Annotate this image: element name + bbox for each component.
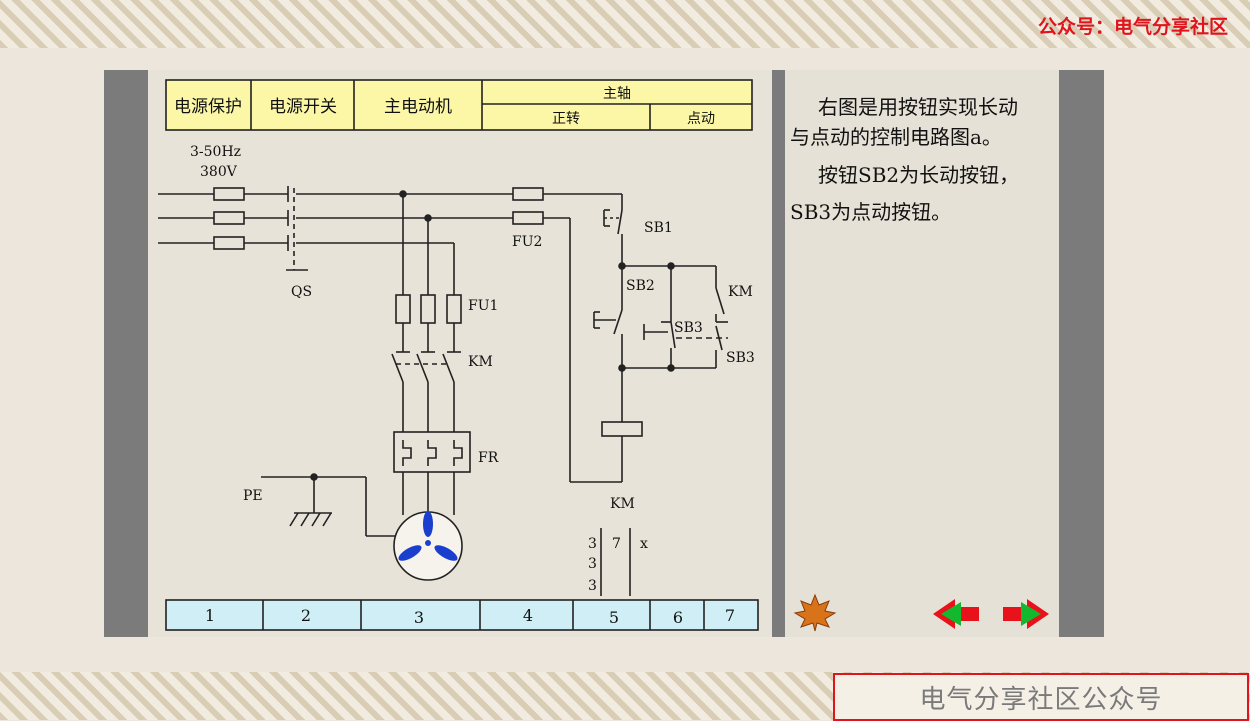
zone-6: 6	[673, 608, 683, 627]
label-sb3-nc: SB3	[674, 320, 703, 336]
contact-col2: 7	[612, 536, 621, 552]
zone-4: 4	[523, 606, 533, 625]
label-fu2: FU2	[512, 234, 542, 250]
description-panel: 右图是用按钮实现长动 与点动的控制电路图a。 按钮SB2为长动按钮， SB3为点…	[785, 70, 1059, 637]
zone-3: 3	[414, 608, 424, 627]
fu2-fuses	[512, 187, 622, 483]
description-line-3: 按钮SB2为长动按钮，	[818, 163, 1020, 187]
diagram-panel: 电源保护 电源开关 主电动机 主轴 正转 点动 3-50Hz 380V QS F…	[148, 70, 772, 637]
maple-leaf-icon	[793, 593, 837, 632]
label-fu1: FU1	[468, 298, 498, 314]
header-forward: 正转	[552, 111, 580, 127]
header-main-motor: 主电动机	[384, 97, 452, 117]
label-pe: PE	[243, 488, 263, 504]
header-power-protection: 电源保护	[174, 97, 242, 117]
label-sb2: SB2	[626, 278, 655, 294]
label-sb1: SB1	[644, 220, 673, 236]
supply-voltage: 380V	[200, 164, 238, 180]
supply-frequency: 3-50Hz	[190, 144, 241, 160]
control-circuit	[593, 194, 728, 482]
zone-5: 5	[609, 608, 619, 627]
label-fr: FR	[478, 450, 499, 466]
label-qs: QS	[291, 284, 312, 300]
header-power-switch: 电源开关	[269, 97, 337, 117]
three-phase-lines	[158, 186, 513, 271]
header-spindle: 主轴	[603, 86, 631, 102]
header-table: 电源保护 电源开关 主电动机 主轴 正转 点动	[165, 79, 753, 131]
km-contact-table: 3 3 3 7 x	[588, 528, 648, 596]
contact-col3: x	[640, 536, 648, 552]
pe-ground	[261, 473, 396, 537]
watermark-top: 公众号：电气分享社区	[1037, 16, 1228, 38]
description-line-2: 与点动的控制电路图a。	[790, 125, 1002, 149]
next-arrow-icon[interactable]	[1001, 597, 1051, 631]
main-power-branch	[391, 190, 471, 515]
description-line-1: 右图是用按钮实现长动	[818, 95, 1018, 119]
label-km-coil: KM	[610, 496, 635, 512]
description-line-4: SB3为点动按钮。	[790, 200, 952, 224]
contact-col1-1: 3	[588, 536, 597, 552]
contact-col1-2: 3	[588, 556, 597, 572]
zone-7: 7	[725, 606, 735, 625]
label-km-main: KM	[468, 354, 493, 370]
watermark-bottom: 电气分享社区公众号	[833, 673, 1249, 721]
prev-arrow-icon[interactable]	[931, 597, 981, 631]
zone-2: 2	[301, 606, 311, 625]
label-km-hold: KM	[728, 284, 753, 300]
motor	[393, 511, 463, 581]
label-sb3-no: SB3	[726, 350, 755, 366]
zone-1: 1	[205, 606, 215, 625]
header-jog: 点动	[687, 111, 715, 127]
contact-col1-3: 3	[588, 578, 597, 594]
circuit-diagram: 电源保护 电源开关 主电动机 主轴 正转 点动 3-50Hz 380V QS F…	[158, 79, 759, 631]
top-decorative-band	[0, 0, 1250, 48]
zone-table: 1 2 3 4 5 6 7	[165, 599, 759, 631]
